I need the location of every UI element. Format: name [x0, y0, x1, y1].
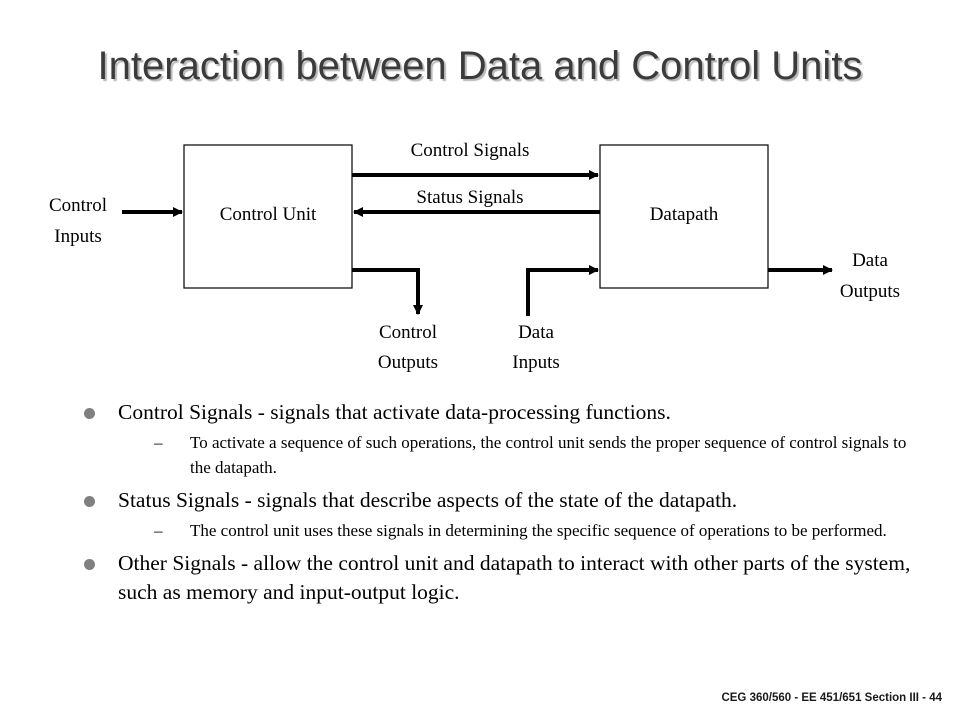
- datapath-label: Datapath: [650, 204, 719, 225]
- data-outputs-label-line1: Data: [852, 250, 888, 271]
- status-signals-label: Status Signals: [416, 187, 523, 208]
- sub-bullet-item: – To activate a sequence of such operati…: [154, 430, 912, 480]
- datapath-box: [599, 144, 769, 289]
- control-outputs-label-line2: Outputs: [378, 352, 438, 373]
- bullet-dot-icon: [84, 559, 95, 570]
- sub-bullet-item: – The control unit uses these signals in…: [154, 518, 912, 543]
- control-inputs-label-line1: Control: [49, 195, 107, 216]
- bullet-text: Other Signals - allow the control unit a…: [118, 551, 911, 604]
- control-outputs-label-line1: Control: [379, 322, 437, 343]
- control-signals-label: Control Signals: [411, 140, 530, 161]
- bullet-item: Other Signals - allow the control unit a…: [82, 549, 912, 607]
- block-diagram: Control Unit Datapath Control Signals St…: [49, 140, 900, 373]
- sub-bullet-text: The control unit uses these signals in d…: [190, 521, 887, 540]
- bullet-dot-icon: [84, 408, 95, 419]
- sub-bullet-dash: –: [154, 433, 163, 452]
- slide-footer: CEG 360/560 - EE 451/651 Section III - 4…: [721, 692, 942, 704]
- data-inputs-label-line2: Inputs: [512, 352, 560, 373]
- data-inputs-label-line1: Data: [518, 322, 554, 343]
- bullet-item: Control Signals - signals that activate …: [82, 398, 912, 480]
- control-unit-label: Control Unit: [220, 204, 317, 225]
- bullet-dot-icon: [84, 496, 95, 507]
- control-inputs-label-line2: Inputs: [54, 226, 102, 247]
- data-inputs-arrow: [526, 265, 599, 316]
- slide-title: Interaction between Data and Control Uni…: [97, 44, 863, 88]
- bullet-text: Status Signals - signals that describe a…: [118, 488, 738, 512]
- control-outputs-arrow: [352, 268, 423, 315]
- bullet-text: Control Signals - signals that activate …: [118, 400, 671, 424]
- control-unit-box: [183, 144, 353, 289]
- data-outputs-label-line2: Outputs: [840, 281, 900, 302]
- bullet-list: Control Signals - signals that activate …: [82, 398, 912, 607]
- sub-bullet-dash: –: [154, 521, 163, 540]
- sub-bullet-text: To activate a sequence of such operation…: [190, 433, 907, 477]
- bullet-item: Status Signals - signals that describe a…: [82, 486, 912, 543]
